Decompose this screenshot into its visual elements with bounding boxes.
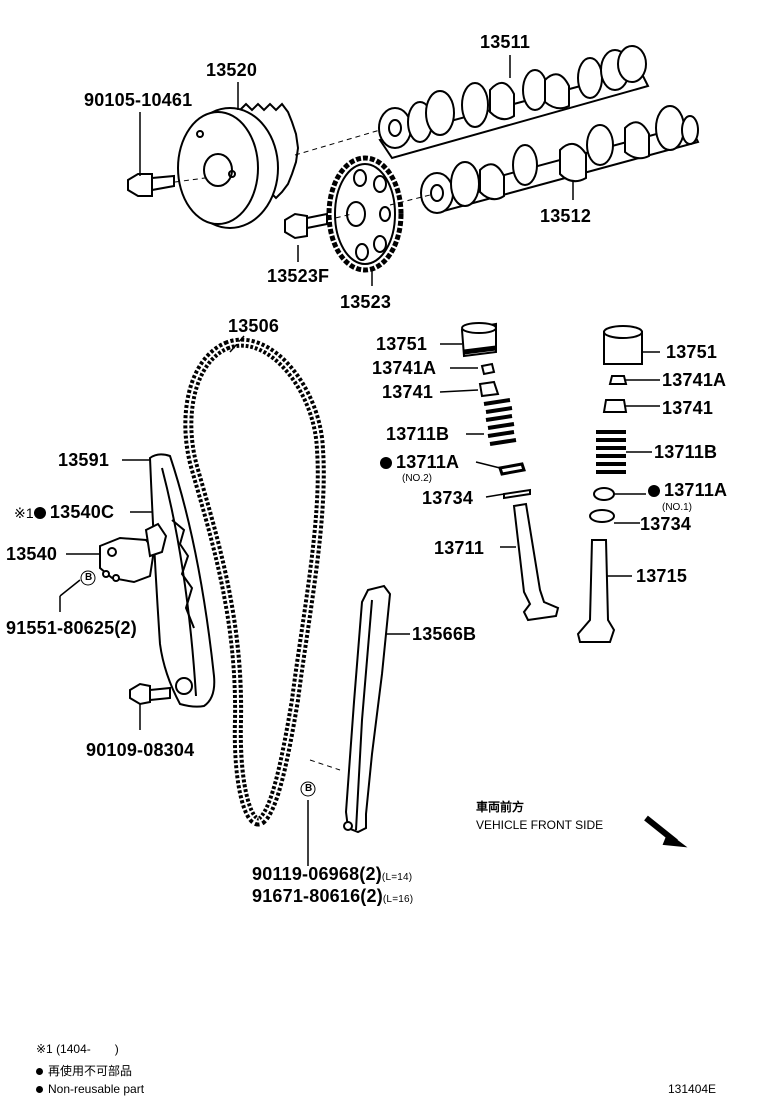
label-left-13741A: 13741A — [372, 358, 437, 378]
bolt-90109-08304 — [129, 682, 171, 706]
label-90119-06968-text: 90119-06968(2) — [252, 864, 382, 884]
non-reusable-dot-icon — [648, 485, 660, 497]
label-13523: 13523 — [340, 292, 392, 312]
label-91671-80616-text: 91671-80616(2) — [252, 886, 383, 906]
bolt-90105-10461 — [127, 173, 175, 197]
label-90109-08304: 90109-08304 — [86, 740, 195, 760]
label-13506: 13506 — [228, 316, 280, 336]
footnote-nonreusable-jp: 再使用不可部品 — [36, 1062, 132, 1079]
label-right-13711B: 13711B — [654, 442, 718, 462]
vvt-gear-13520 — [177, 102, 300, 229]
footnote-nonreusable-en: Non-reusable part — [36, 1082, 144, 1096]
label-right-13711A-text: 13711A — [664, 480, 728, 500]
label-left-13751: 13751 — [376, 334, 428, 354]
diagram-code: 131404E — [668, 1082, 717, 1096]
label-left-13711A-note: (NO.2) — [402, 473, 432, 484]
footnote-nonreusable-jp-text: 再使用不可部品 — [48, 1064, 133, 1078]
label-13520: 13520 — [206, 60, 258, 80]
footnote-ref: ※1 (1404- ) — [36, 1042, 119, 1056]
non-reusable-dot-icon — [380, 457, 392, 469]
label-13511: 13511 — [480, 32, 531, 52]
label-13540C: ※1 13540C — [14, 502, 114, 523]
label-right-13711A-note: (NO.1) — [662, 502, 692, 513]
label-right-13741A: 13741A — [662, 370, 727, 390]
camshaft-13511 — [378, 45, 650, 160]
label-left-13734: 13734 — [422, 488, 474, 508]
label-13523F: 13523F — [267, 266, 330, 286]
label-91671-80616: 91671-80616(2)(L=16) — [252, 886, 413, 907]
vehicle-front-jp: 車両前方 — [476, 800, 525, 814]
bolt-13523F — [284, 212, 328, 240]
label-90105-10461: 90105-10461 — [84, 90, 193, 110]
leader-lines — [59, 55, 660, 866]
label-90119-06968: 90119-06968(2)(L=14) — [252, 864, 412, 885]
ref-mark: ※1 — [14, 505, 34, 521]
vehicle-front-arrow-icon — [644, 815, 688, 848]
label-left-13711A: 13711A — [380, 452, 459, 473]
circle-b-label-bottom: B — [305, 783, 313, 794]
label-13540: 13540 — [6, 544, 58, 564]
label-right-13751: 13751 — [666, 342, 718, 362]
footnote-nonreusable-en-text: Non-reusable part — [48, 1082, 145, 1096]
sprocket-13523 — [326, 155, 404, 273]
valve-stack-right — [576, 325, 643, 643]
tensioner-13540 — [99, 522, 168, 584]
non-reusable-dot-icon — [36, 1068, 43, 1075]
label-right-13741: 13741 — [662, 398, 714, 418]
timing-chain-13506 — [183, 337, 326, 827]
label-13512: 13512 — [540, 206, 592, 226]
camshaft-13512 — [420, 105, 700, 214]
label-left-13711A-text: 13711A — [396, 452, 460, 472]
label-right-13715: 13715 — [636, 566, 688, 586]
label-right-13734: 13734 — [640, 514, 692, 534]
label-13591: 13591 — [58, 450, 110, 470]
chain-guide-13591 — [148, 453, 216, 708]
label-left-13711B: 13711B — [386, 424, 450, 444]
label-91671-length: (L=16) — [382, 894, 414, 905]
label-13540C-text: 13540C — [49, 502, 115, 522]
label-left-13741: 13741 — [382, 382, 434, 402]
valve-stack-left — [460, 322, 560, 622]
label-90119-length: (L=14) — [381, 872, 413, 883]
label-91551-80625: 91551-80625(2) — [6, 618, 137, 638]
chain-guide-13566B — [343, 584, 392, 834]
label-right-13711A: 13711A — [648, 480, 727, 501]
circle-b-label-left: B — [85, 572, 93, 583]
alignment-lines — [174, 129, 431, 771]
non-reusable-dot-icon — [36, 1086, 43, 1093]
label-13566B: 13566B — [412, 624, 477, 644]
circle-b-markers — [80, 570, 316, 797]
vehicle-front-en: VEHICLE FRONT SIDE — [476, 818, 604, 832]
label-left-13711: 13711 — [434, 538, 485, 558]
non-reusable-dot-icon — [33, 507, 46, 519]
